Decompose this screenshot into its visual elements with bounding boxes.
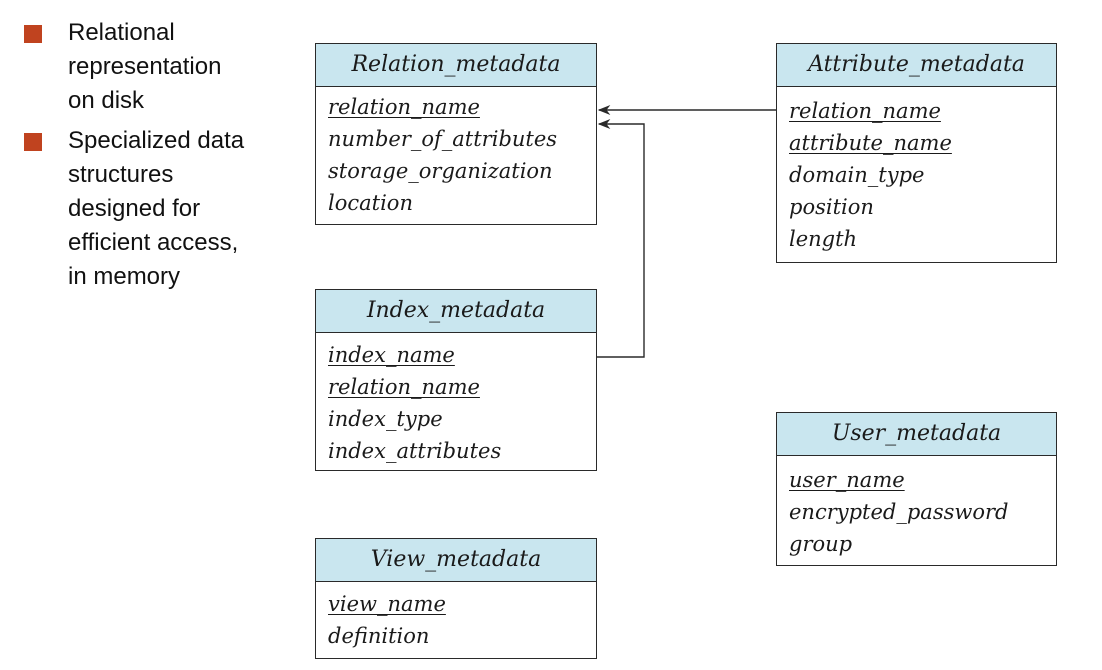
primary-key-attribute: user_name — [789, 468, 905, 492]
attribute: index_attributes — [328, 439, 502, 463]
bullet-list: Relational representation on disk Specia… — [24, 16, 294, 300]
table-title: User_metadata — [777, 413, 1056, 456]
attribute: location — [328, 191, 413, 215]
primary-key-attribute: relation_name — [328, 375, 480, 399]
table-title: Relation_metadata — [316, 44, 596, 87]
attribute-metadata-table: Attribute_metadata relation_name attribu… — [776, 43, 1057, 263]
table-title: View_metadata — [316, 539, 596, 582]
table-body: relation_name attribute_name domain_type… — [777, 87, 1056, 255]
bullet-item: Relational representation on disk — [24, 16, 294, 118]
bullet-item: Specialized data structures designed for… — [24, 124, 294, 294]
table-title: Attribute_metadata — [777, 44, 1056, 87]
primary-key-attribute: attribute_name — [789, 131, 952, 155]
user-metadata-table: User_metadata user_name encrypted_passwo… — [776, 412, 1057, 566]
attribute: position — [789, 195, 874, 219]
attribute: storage_organization — [328, 159, 553, 183]
primary-key-attribute: index_name — [328, 343, 455, 367]
attribute: number_of_attributes — [328, 127, 558, 151]
square-bullet-icon — [24, 133, 42, 151]
index-metadata-table: Index_metadata index_name relation_name … — [315, 289, 597, 471]
table-body: relation_name number_of_attributes stora… — [316, 87, 596, 219]
bullet-text: Specialized data structures designed for… — [68, 127, 245, 290]
relation-metadata-table: Relation_metadata relation_name number_o… — [315, 43, 597, 225]
table-title: Index_metadata — [316, 290, 596, 333]
table-body: user_name encrypted_password group — [777, 456, 1056, 560]
square-bullet-icon — [24, 25, 42, 43]
attribute: length — [789, 227, 858, 251]
index-to-relation-arrow — [597, 118, 645, 358]
primary-key-attribute: relation_name — [328, 95, 480, 119]
table-body: view_name definition — [316, 582, 596, 652]
primary-key-attribute: view_name — [328, 592, 446, 616]
primary-key-attribute: relation_name — [789, 99, 941, 123]
bullet-text: Relational representation on disk — [68, 19, 222, 114]
attribute: group — [789, 532, 853, 556]
attribute: index_type — [328, 407, 443, 431]
view-metadata-table: View_metadata view_name definition — [315, 538, 597, 659]
attribute: domain_type — [789, 163, 925, 187]
attribute: encrypted_password — [789, 500, 1009, 524]
attribute: definition — [328, 624, 430, 648]
table-body: index_name relation_name index_type inde… — [316, 333, 596, 467]
